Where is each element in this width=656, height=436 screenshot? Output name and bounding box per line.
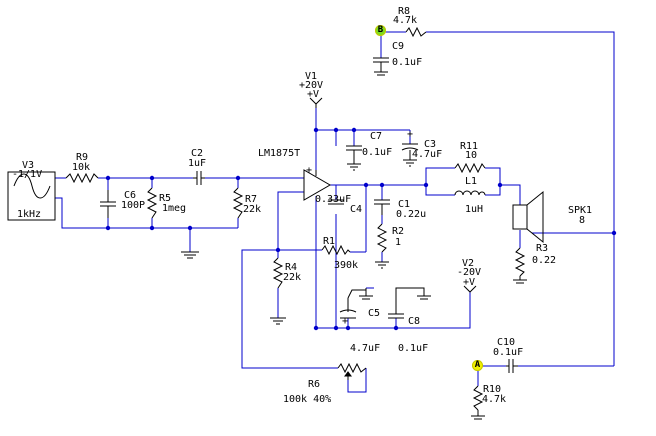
r8-name: R8 — [398, 6, 411, 17]
c1-name: C1 — [398, 199, 411, 210]
c5-name: C5 — [368, 308, 381, 319]
v2-value: -20V — [457, 267, 482, 278]
v2-pin: +V — [463, 277, 476, 288]
r10-value: 4.7k — [482, 394, 507, 405]
c10-value: 0.1uF — [493, 347, 524, 358]
c5-value: 4.7uF — [350, 343, 381, 354]
r3-name: R3 — [536, 243, 549, 254]
l1-value: 1uH — [465, 204, 484, 215]
resistor-r1 — [321, 244, 351, 256]
r5-name: R5 — [159, 193, 172, 204]
v2-name: V2 — [462, 258, 475, 269]
r6-value: 100k 40% — [283, 394, 332, 405]
c7-name: C7 — [370, 131, 383, 142]
signal-source-v3 — [7, 171, 56, 221]
probe-b[interactable]: B — [375, 25, 386, 36]
opamp-name: LM1875T — [258, 148, 301, 159]
wires — [55, 31, 615, 393]
l1-name: L1 — [465, 176, 478, 187]
v3-value: -1/1V — [12, 169, 43, 180]
r11-value: 10 — [465, 150, 478, 161]
r3-value: 0.22 — [532, 255, 557, 266]
opamp-plus-mark: + — [306, 165, 313, 176]
resistor-r7 — [232, 187, 244, 219]
c8-value: 0.1uF — [398, 343, 429, 354]
r11-name: R11 — [460, 141, 479, 152]
r4-name: R4 — [285, 262, 298, 273]
v3-name: V3 — [22, 160, 35, 171]
resistor-r3 — [514, 247, 526, 277]
speaker-spk1 — [512, 204, 528, 230]
resistor-r9 — [65, 172, 99, 184]
resistor-r10 — [472, 385, 484, 411]
c10-name: C10 — [497, 337, 516, 348]
resistor-r5 — [146, 187, 158, 219]
potentiometer-r6 — [337, 362, 367, 374]
r5-value: 1meg — [162, 203, 187, 214]
r7-name: R7 — [245, 194, 258, 205]
resistor-r11 — [454, 162, 486, 174]
junction-dots — [105, 127, 617, 331]
c2-value: 1uF — [188, 158, 207, 169]
parts — [7, 26, 544, 420]
v3-freq: 1kHz — [17, 209, 42, 220]
c4-name: C4 — [350, 204, 363, 215]
opamp-lm1875t — [303, 169, 332, 201]
v1-name: V1 — [305, 71, 318, 82]
spk1-value: 8 — [579, 215, 586, 226]
probe-a[interactable]: A — [472, 360, 483, 371]
resistor-r2 — [376, 223, 388, 253]
c2-name: C2 — [191, 148, 204, 159]
r2-value: 1 — [395, 237, 402, 248]
resistor-r8 — [405, 26, 427, 38]
r8-value: 4.7k — [393, 15, 418, 26]
c5-plus-mark: + — [342, 316, 349, 327]
c8-name: C8 — [408, 316, 421, 327]
c4-value: 0.33uF — [315, 194, 352, 205]
spk1-name: SPK1 — [568, 205, 593, 216]
c3-plus-mark: + — [407, 129, 414, 140]
inductor-l1 — [454, 190, 486, 196]
c6-name: C6 — [124, 190, 137, 201]
c3-value: 4.7uF — [412, 149, 443, 160]
r10-name: R10 — [483, 384, 502, 395]
c9-name: C9 — [392, 41, 405, 52]
r4-value: 22k — [283, 272, 302, 283]
r7-value: 22k — [243, 204, 262, 215]
c9-value: 0.1uF — [392, 57, 423, 68]
c7-value: 0.1uF — [362, 147, 393, 158]
r9-value: 10k — [72, 162, 91, 173]
v1-value: +20V — [299, 80, 324, 91]
c3-name: C3 — [424, 139, 437, 150]
r2-name: R2 — [392, 226, 405, 237]
r1-name: R1 — [323, 236, 336, 247]
r9-name: R9 — [76, 152, 89, 163]
c1-value: 0.22u — [396, 209, 427, 220]
c6-value: 100P — [121, 200, 146, 211]
r6-name: R6 — [308, 379, 321, 390]
r1-value: 390k — [334, 260, 359, 271]
v1-pin: +V — [307, 89, 320, 100]
resistor-r4 — [272, 257, 284, 289]
